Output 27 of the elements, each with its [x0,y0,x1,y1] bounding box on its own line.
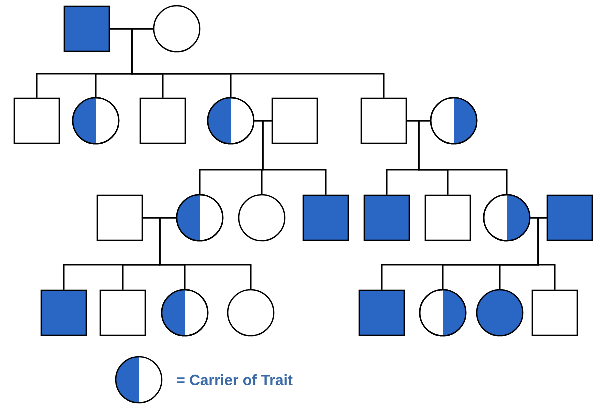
legend-text: = Carrier of Trait [177,374,293,386]
female-circle [476,289,524,337]
female-circle [153,5,201,53]
female-circle [207,97,255,145]
male-square [358,290,406,336]
female-circle [430,97,478,145]
male-square [14,98,60,144]
female-circle [227,289,275,337]
male-square [64,6,110,52]
male-square [302,194,350,242]
male-square [546,194,594,242]
female-circle [72,97,120,145]
male-square [96,194,144,242]
male-square [364,194,410,242]
female-circle [161,289,209,337]
female-circle [176,194,224,242]
female-circle [483,194,531,242]
male-square [424,194,472,242]
male-square [532,290,578,336]
male-square [140,98,186,144]
male-square [360,98,408,144]
descent-line [538,217,556,290]
female-circle [419,289,467,337]
male-square [100,290,146,336]
male-square [272,98,318,144]
male-square [40,290,88,336]
female-circle [238,194,286,242]
